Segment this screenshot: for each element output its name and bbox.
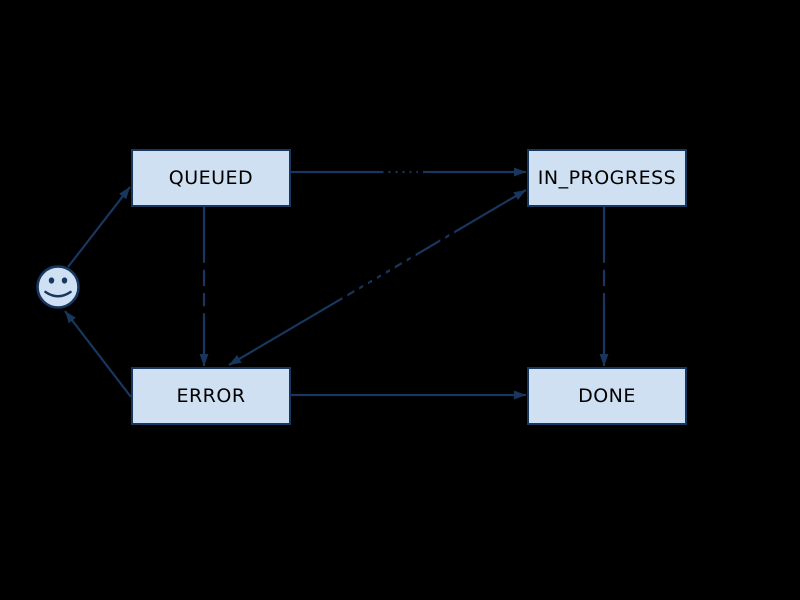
edge-ERROR-to-start xyxy=(64,310,132,398)
edge-label-ink-notch xyxy=(390,169,396,175)
edge-label-ink-notch xyxy=(411,169,417,175)
edge-label-ink-notch xyxy=(417,169,423,175)
state-node-queued: QUEUED xyxy=(131,149,291,207)
edge-label-ink-notch xyxy=(363,282,369,287)
arrowhead-icon xyxy=(199,354,209,366)
edge-label-ink-notch xyxy=(440,236,446,242)
edge-label-ink-notch xyxy=(342,294,348,300)
edge-label-ink-notch xyxy=(600,286,608,294)
smiley-face-graphic xyxy=(36,265,80,309)
state-label-done: DONE xyxy=(578,385,636,407)
state-label-in-progress: IN_PROGRESS xyxy=(537,167,677,189)
edge-IN_PROGRESS-to-DONE xyxy=(599,207,609,366)
edge-label-ink-notch xyxy=(383,169,389,175)
edge-label-ink-notch xyxy=(354,287,360,293)
arrowhead-icon xyxy=(229,355,242,365)
edge-start-to-QUEUED xyxy=(67,186,131,268)
edge-label-ink-notch xyxy=(397,169,403,175)
edge-label-ink-notch xyxy=(449,231,455,237)
arrowhead-icon xyxy=(599,354,609,366)
edge-ERROR-to-DONE xyxy=(291,390,526,400)
arrowhead-icon xyxy=(65,311,76,324)
edge-label-ink-notch xyxy=(380,271,386,277)
state-node-in-progress: IN_PROGRESS xyxy=(527,149,687,207)
edge-label-ink-notch xyxy=(600,262,608,270)
state-label-queued: QUEUED xyxy=(168,167,254,189)
edge-label-ink-notch xyxy=(404,169,410,175)
arrowhead-icon xyxy=(513,190,526,200)
edge-label-ink-notch xyxy=(200,262,208,270)
state-node-error: ERROR xyxy=(131,367,291,425)
edge-QUEUED-to-IN_PROGRESS xyxy=(291,167,526,177)
edge-label-ink-notch xyxy=(200,286,208,294)
edge-label-ink-notch xyxy=(389,266,395,272)
state-label-error: ERROR xyxy=(176,385,246,407)
arrowhead-icon xyxy=(514,167,526,177)
arrowhead-icon xyxy=(514,390,526,400)
edge-label-ink-notch xyxy=(200,306,208,314)
edge-QUEUED-to-ERROR xyxy=(199,207,209,366)
arrowhead-icon xyxy=(119,187,130,200)
edge-IN_PROGRESS-to-ERROR xyxy=(228,189,527,366)
start-state-smiley-icon xyxy=(34,263,82,315)
edge-label-ink-notch xyxy=(372,276,378,282)
state-node-done: DONE xyxy=(527,367,687,425)
edge-label-ink-notch xyxy=(401,259,407,265)
edge-label-ink-notch xyxy=(410,254,416,259)
